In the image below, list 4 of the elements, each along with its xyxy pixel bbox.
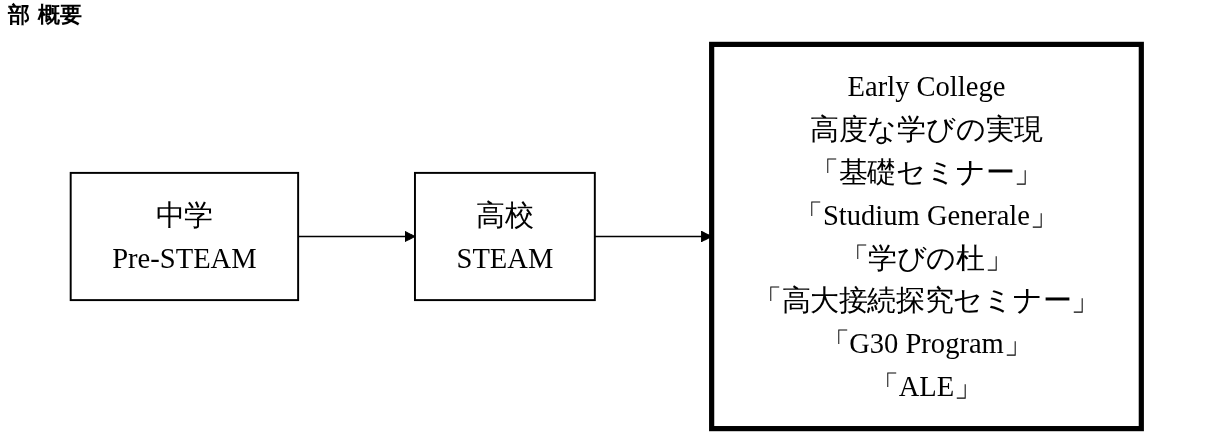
node-box: 中学 Pre-STEAM bbox=[69, 171, 300, 302]
node-box: 高校 STEAM bbox=[414, 171, 596, 302]
node-box: Early College 高度な学びの実現 「基礎セミナー」 「Studium Generale」 「学びの杜」 「高大接続探究セミナー」 「G30 Program」 「ALE」 bbox=[709, 41, 1144, 432]
heading: 部 概要 bbox=[8, 1, 82, 29]
